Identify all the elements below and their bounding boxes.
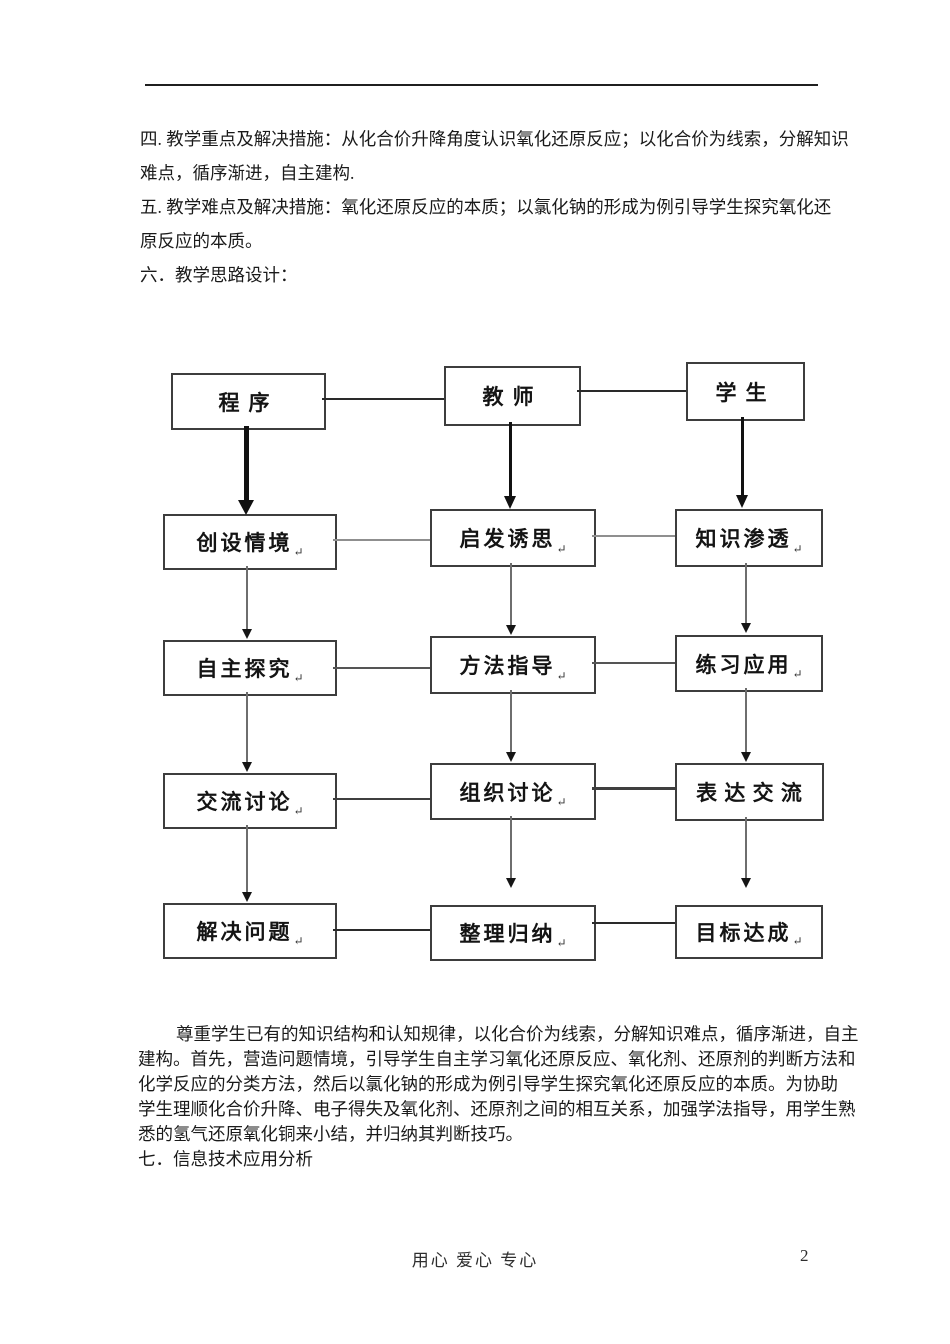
paragraph-return-mark: ↵: [293, 671, 304, 685]
para1-line: 四. 教学重点及解决措施：从化合价升降角度认识氧化还原反应；以化合价为线索，分解…: [140, 129, 849, 149]
para2-line: 尊重学生已有的知识结构和认知规律，以化合价为线索，分解知识难点，循序渐进，自主: [176, 1024, 859, 1044]
section-design-rationale: 尊重学生已有的知识结构和认知规律，以化合价为线索，分解知识难点，循序渐进，自主 …: [138, 1022, 859, 1172]
flow-node-label: 方法指导: [459, 654, 556, 678]
arrow-student-down: [741, 417, 744, 497]
flow-node-label: 目标达成: [695, 921, 792, 945]
connector-teacher-student: [577, 390, 686, 392]
connector-r5-c2c3: [592, 922, 675, 924]
flow-node-label: 交流讨论: [196, 790, 293, 814]
arrowhead-down-icon: [504, 496, 516, 509]
arrow-teacher-down: [509, 422, 512, 498]
arrow-program-down: [244, 426, 249, 502]
paragraph-return-mark: ↵: [792, 934, 803, 948]
connector-program-teacher: [322, 398, 444, 400]
paragraph-return-mark: ↵: [556, 542, 567, 556]
flow-node-label: 创设情境: [196, 531, 293, 555]
flow-node-teacher: 教师: [444, 366, 581, 426]
flow-node-label: 学生: [715, 380, 776, 405]
paragraph-return-mark: ↵: [293, 545, 304, 559]
arrowhead-down-icon: [741, 752, 751, 762]
arrowhead-down-icon: [506, 625, 516, 635]
arrowhead-down-icon: [741, 878, 751, 888]
para2-line: 悉的氢气还原氧化铜来小结，并归纳其判断技巧。: [138, 1124, 523, 1144]
footer-motto: 用心 爱心 专心: [411, 1251, 539, 1270]
flow-node-student: 学生: [686, 362, 805, 421]
flow-node-label: 组织讨论: [459, 780, 556, 805]
arrowhead-down-icon: [736, 495, 748, 508]
header-rule: [145, 84, 818, 86]
arrow-c1-r4r5: [246, 825, 248, 892]
connector-r2-c2c3: [592, 535, 675, 537]
connector-r3-c1c2: [333, 667, 430, 669]
para1-line: 原反应的本质。: [140, 231, 263, 251]
flow-node-organize-discussion: 组织讨论 ↵: [430, 763, 596, 820]
para1-line: 六．教学思路设计：: [140, 265, 298, 285]
arrow-c2-r4r5: [510, 816, 512, 878]
flow-node-label: 练习应用: [695, 652, 792, 677]
paragraph-return-mark: ↵: [293, 934, 304, 948]
para2-line: 学生理顺化合价升降、电子得失及氧化剂、还原剂之间的相互关系，加强学法指导，用学生…: [138, 1099, 856, 1119]
arrow-c2-r2r3: [510, 563, 512, 626]
paragraph-return-mark: ↵: [792, 667, 803, 681]
flow-node-label: 自主探究: [196, 657, 293, 681]
flow-node-self-exploration: 自主探究 ↵: [163, 640, 337, 696]
para2-line: 七．信息技术应用分析: [138, 1149, 313, 1169]
flow-node-inspire-thinking: 启发诱思 ↵: [430, 509, 596, 567]
flow-node-label: 程序: [218, 390, 279, 415]
arrow-c3-r2r3: [745, 563, 747, 624]
flow-node-create-situation: 创设情境 ↵: [163, 514, 337, 570]
arrow-c1-r3r4: [246, 692, 248, 762]
flow-node-knowledge-infiltration: 知识渗透 ↵: [675, 509, 823, 567]
flow-node-label: 解决问题: [196, 920, 293, 944]
para1-line: 难点，循序渐进，自主建构.: [140, 163, 355, 183]
connector-r2-c1c2: [333, 539, 430, 541]
arrowhead-down-icon: [242, 629, 252, 639]
arrowhead-down-icon: [506, 752, 516, 762]
para2-line: 建构。首先，营造问题情境，引导学生自主学习氧化还原反应、氧化剂、还原剂的判断方法…: [138, 1049, 856, 1069]
arrow-c1-r2r3: [246, 566, 248, 630]
section-teaching-points: 四. 教学重点及解决措施：从化合价升降角度认识氧化还原反应；以化合价为线索，分解…: [140, 122, 849, 292]
flow-node-label: 知识渗透: [695, 527, 792, 551]
arrowhead-down-icon: [238, 500, 254, 515]
arrow-c2-r3r4: [510, 690, 512, 752]
paragraph-return-mark: ↵: [556, 795, 567, 809]
connector-r4-c2c3: [592, 787, 675, 790]
flow-node-solve-problem: 解决问题 ↵: [163, 903, 337, 959]
arrowhead-down-icon: [506, 878, 516, 888]
flow-node-label: 整理归纳: [459, 922, 556, 946]
flow-node-label: 表 达 交 流: [696, 781, 803, 805]
paragraph-return-mark: ↵: [792, 542, 803, 556]
flow-node-practice-application: 练习应用 ↵: [675, 635, 823, 692]
paragraph-return-mark: ↵: [293, 804, 304, 818]
arrowhead-down-icon: [741, 623, 751, 633]
connector-r5-c1c2: [333, 929, 430, 931]
flow-node-exchange-discussion: 交流讨论 ↵: [163, 773, 337, 829]
arrowhead-down-icon: [242, 762, 252, 772]
page-number: 2: [800, 1246, 809, 1265]
flow-node-organize-summarize: 整理归纳 ↵: [430, 905, 596, 961]
connector-r4-c1c2: [333, 798, 430, 800]
connector-r3-c2c3: [592, 662, 675, 664]
paragraph-return-mark: ↵: [556, 936, 567, 950]
paragraph-return-mark: ↵: [556, 669, 567, 683]
para2-line: 化学反应的分类方法，然后以氯化钠的形成为例引导学生探究氧化还原反应的本质。为协助: [138, 1074, 838, 1094]
arrow-c3-r4r5: [745, 817, 747, 878]
flow-node-goal-achieved: 目标达成 ↵: [675, 905, 823, 959]
flow-node-program: 程序: [171, 373, 326, 430]
flow-node-label: 启发诱思: [459, 527, 556, 551]
para1-line: 五. 教学难点及解决措施：氧化还原反应的本质；以氯化钠的形成为例引导学生探究氧化…: [140, 197, 832, 217]
flow-node-method-guidance: 方法指导 ↵: [430, 636, 596, 694]
arrow-c3-r3r4: [745, 688, 747, 752]
flow-node-express-communicate: 表 达 交 流: [675, 763, 824, 821]
flow-node-label: 教师: [482, 385, 543, 409]
arrowhead-down-icon: [242, 892, 252, 902]
